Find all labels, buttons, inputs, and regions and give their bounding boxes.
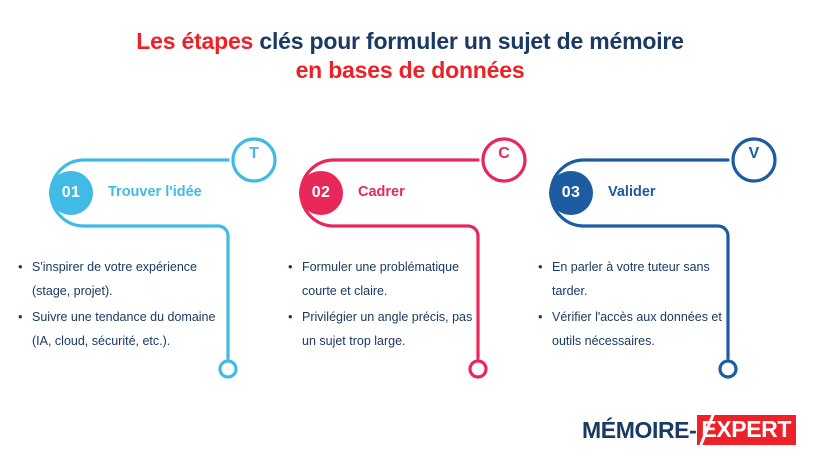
title-rest: clés pour formuler un sujet de mémoire: [253, 28, 684, 54]
logo-word: MÉMOIRE-: [582, 416, 697, 443]
logo-boxed-word: EXPERT: [697, 415, 796, 445]
step-2-badge-letter: C: [498, 145, 510, 162]
step-3-bullets: En parler à votre tuteur sans tarder. Vé…: [538, 254, 736, 355]
step-2-connector-graphic: [299, 137, 527, 379]
step-card-1[interactable]: 01 Trouver l'idée T S'inspirer de votre …: [18, 133, 282, 383]
step-1-badge-letter: T: [249, 145, 259, 162]
page-title: Les étapes clés pour formuler un sujet d…: [0, 27, 820, 86]
title-highlight: Les étapes: [136, 28, 254, 54]
list-item: Privilégier un angle précis, pas un suje…: [288, 304, 486, 354]
step-3-badge-letter: V: [748, 145, 760, 162]
list-item: Formuler une problématique courte et cla…: [288, 254, 486, 304]
step-2-bullets: Formuler une problématique courte et cla…: [288, 254, 486, 355]
step-1-connector-graphic: [49, 137, 277, 379]
step-1-number: 01: [49, 171, 93, 215]
list-item: Vérifier l'accès aux données et outils n…: [538, 304, 736, 354]
list-item: S'inspirer de votre expérience (stage, p…: [18, 254, 232, 304]
step-card-2[interactable]: 02 Cadrer C Formuler une problématique c…: [282, 133, 532, 383]
step-3-number: 03: [549, 171, 593, 215]
step-2-number: 02: [299, 171, 343, 215]
step-3-connector-graphic: [549, 137, 777, 379]
title-line-1: Les étapes clés pour formuler un sujet d…: [0, 27, 820, 56]
logo-boxed-text: EXPERT: [701, 416, 791, 442]
step-1-heading: Trouver l'idée: [108, 184, 202, 200]
list-item: Suivre une tendance du domaine (IA, clou…: [18, 304, 232, 354]
step-card-3[interactable]: 03 Valider V En parler à votre tuteur sa…: [532, 133, 782, 383]
brand-logo[interactable]: MÉMOIRE- EXPERT: [582, 415, 796, 445]
title-line-2: en bases de données: [295, 57, 525, 84]
list-item: En parler à votre tuteur sans tarder.: [538, 254, 736, 304]
step-1-bullets: S'inspirer de votre expérience (stage, p…: [18, 254, 232, 355]
step-2-heading: Cadrer: [358, 184, 405, 200]
steps-container: 01 Trouver l'idée T S'inspirer de votre …: [0, 133, 820, 383]
step-3-heading: Valider: [608, 184, 656, 200]
